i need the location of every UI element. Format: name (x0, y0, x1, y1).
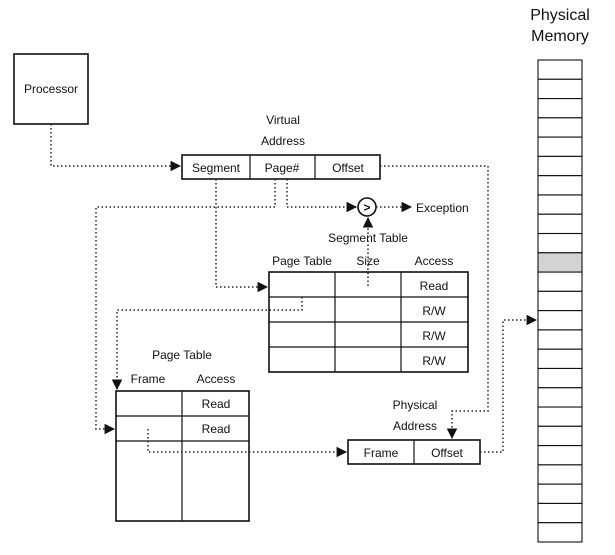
virtual-address: Virtual Address Segment Page# Offset (181, 113, 381, 180)
page-table: Page Table Frame Access Read Read (115, 348, 250, 522)
segment-to-segment-table-arrow (215, 179, 269, 293)
physical-memory-frame (537, 502, 583, 524)
physical-memory-frame (537, 445, 583, 466)
physical-memory-frame (537, 310, 583, 331)
physical-address: Physical Address Frame Offset (347, 398, 481, 465)
segment-table-header-page-table: Page Table (272, 254, 332, 268)
physical-memory-frame (537, 425, 583, 447)
physical-memory-frame (537, 136, 583, 157)
segment-table-access-0: Read (420, 279, 449, 293)
physical-memory-title-1: Physical (530, 7, 590, 24)
physical-memory-frame (537, 464, 583, 485)
physical-address-to-memory-arrow (480, 314, 538, 453)
physical-address-frame: Frame (364, 446, 399, 460)
physical-memory-frame (537, 290, 583, 312)
virtual-address-segment: Segment (192, 161, 241, 175)
exception-label: Exception (416, 201, 469, 215)
offset-to-physical-address-arrow (380, 165, 489, 440)
segment-table-header-access: Access (415, 254, 454, 268)
physical-address-title-1: Physical (393, 398, 438, 412)
physical-memory-frame (537, 117, 583, 138)
physical-memory-frame (537, 78, 583, 100)
physical-memory-frame (537, 155, 583, 177)
page-table-access-1: Read (202, 422, 231, 436)
physical-memory-frame (537, 348, 583, 370)
connections (50, 124, 538, 458)
physical-memory-frame (537, 367, 583, 389)
physical-memory-frame (537, 59, 583, 80)
processor-box: Processor (13, 53, 89, 125)
segment-table-access-2: R/W (422, 329, 446, 343)
physical-memory: Physical Memory (530, 7, 590, 543)
size-comparator: > (357, 197, 377, 217)
page-table-title: Page Table (152, 348, 212, 362)
physical-memory-frame (537, 194, 583, 215)
physical-memory-frame (537, 387, 583, 408)
processor-to-virtual-address-arrow (50, 124, 182, 172)
physical-memory-frame (537, 98, 583, 119)
physical-memory-frame (537, 406, 583, 427)
physical-memory-frame-highlighted (537, 252, 583, 273)
processor-label: Processor (24, 82, 78, 96)
physical-memory-frame (537, 483, 583, 504)
physical-memory-frames (537, 59, 583, 543)
virtual-address-title-1: Virtual (266, 113, 300, 127)
page-table-header-access: Access (197, 372, 236, 386)
segment-table-to-page-table-arrow (111, 297, 303, 391)
physical-address-title-2: Address (393, 419, 437, 433)
virtual-address-title-2: Address (261, 134, 305, 148)
segment-table-access-1: R/W (422, 304, 446, 318)
physical-address-offset: Offset (431, 446, 463, 460)
virtual-address-offset: Offset (332, 161, 364, 175)
segment-table-access-3: R/W (422, 354, 446, 368)
segment-table: Segment Table Page Table Size Access Rea… (268, 231, 469, 373)
physical-memory-title-2: Memory (531, 28, 589, 45)
physical-memory-frame (537, 213, 583, 235)
physical-memory-frame (537, 232, 583, 254)
physical-memory-frame (537, 175, 583, 196)
physical-memory-frame (537, 522, 583, 543)
page-table-header-frame: Frame (131, 372, 166, 386)
page-number-to-comparator-arrow (286, 179, 358, 213)
physical-memory-frame (537, 329, 583, 350)
page-table-access-0: Read (202, 397, 231, 411)
physical-memory-frame (537, 271, 583, 292)
virtual-address-page: Page# (265, 161, 300, 175)
comparator-symbol: > (363, 201, 370, 215)
